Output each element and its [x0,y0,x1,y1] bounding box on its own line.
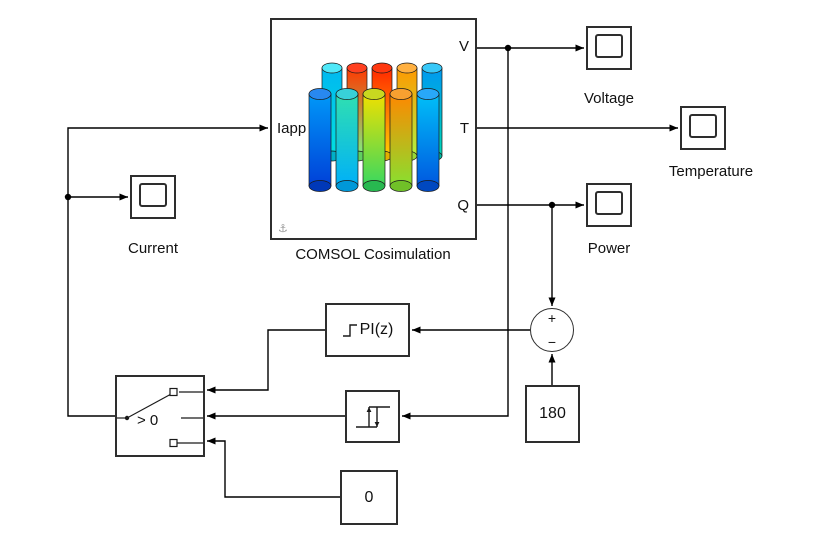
temperature-scope-label: Temperature [668,163,754,180]
sum-minus-sign: − [547,334,557,350]
sum-plus-sign: + [547,310,557,326]
power-scope-label: Power [587,240,631,257]
switch-criteria-text: > 0 [137,412,158,429]
wire-zero-to-switch[interactable] [207,437,340,498]
scope-screen-icon [689,114,717,138]
constant-0-value: 0 [364,488,374,506]
output-port-label-v: V [458,38,469,55]
comsol-cosimulation-block[interactable]: Iapp V T Q ⚓ [270,18,477,240]
anchor-icon: ⚓ [278,223,288,235]
wire-pid-to-switch[interactable] [207,329,325,394]
voltage-scope-label: Voltage [583,90,635,107]
junction-dots [64,44,556,209]
battery-pack-image [308,62,443,192]
comsol-block-label: COMSOL Cosimulation [295,246,451,263]
power-scope-block[interactable] [586,183,632,227]
scope-screen-icon [139,183,167,207]
sum-block[interactable]: + − [530,308,574,352]
constant-0-block[interactable]: 0 [340,470,398,525]
voltage-scope-block[interactable] [586,26,632,70]
constant-180-block[interactable]: 180 [525,385,580,443]
output-port-label-q: Q [457,197,469,214]
constant-180-value: 180 [539,405,566,422]
current-scope-label: Current [127,240,179,257]
input-port-label-iapp: Iapp [277,120,307,137]
scope-screen-icon [595,191,623,215]
current-scope-block[interactable] [130,175,176,219]
relay-block[interactable] [345,390,400,443]
switch-icon: > 0 [117,387,203,448]
output-port-label-t: T [459,120,469,137]
pid-label: PI(z) [359,321,394,338]
wire-switch-to-comsol[interactable] [67,124,268,417]
temperature-scope-block[interactable] [680,106,726,150]
wire-v-to-relay[interactable] [402,48,509,420]
hysteresis-icon [355,405,390,428]
scope-screen-icon [595,34,623,58]
step-icon [342,324,357,337]
switch-block[interactable]: > 0 [115,375,205,457]
pid-controller-block[interactable]: PI(z) [325,303,410,357]
